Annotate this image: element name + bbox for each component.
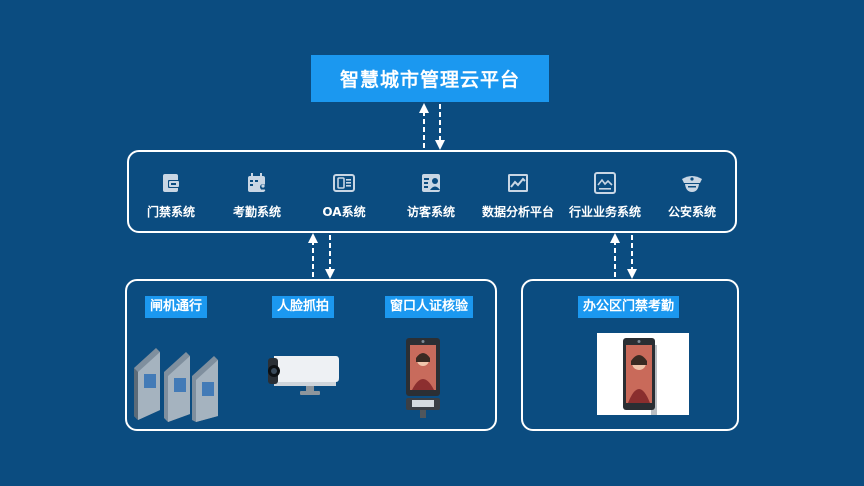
system-label: 门禁系统 <box>146 205 195 219</box>
oa-document-icon <box>333 174 355 192</box>
bullet-camera-image <box>268 356 339 395</box>
system-label: 访客系统 <box>406 205 455 219</box>
office-access-terminal-image <box>597 333 689 415</box>
face-verification-terminal-image <box>406 338 440 418</box>
system-data-analysis: 数据分析平台 <box>473 152 563 235</box>
tag-face-capture: 人脸抓拍 <box>272 296 335 318</box>
system-label: OA系统 <box>322 205 366 219</box>
systems-container: 门禁系统 考勤系统 OA系统 <box>127 150 737 233</box>
system-industry-business: 行业业务系统 <box>560 152 650 235</box>
police-cap-icon <box>682 176 702 192</box>
system-label: 公安系统 <box>667 205 716 219</box>
tag-office-access-attendance: 办公区门禁考勤 <box>578 296 680 318</box>
tag-gate-access: 闸机通行 <box>145 296 208 318</box>
system-attendance: 考勤系统 <box>212 152 302 235</box>
system-visitor: 访客系统 <box>386 152 476 235</box>
cloud-platform-box: 智慧城市管理云平台 <box>311 55 549 102</box>
line-chart-icon <box>508 174 528 192</box>
cloud-platform-title: 智慧城市管理云平台 <box>339 69 520 91</box>
left-device-group <box>125 279 497 431</box>
system-public-security: 公安系统 <box>647 152 737 235</box>
calendar-user-icon <box>248 173 266 192</box>
system-label: 数据分析平台 <box>481 205 554 219</box>
system-label: 行业业务系统 <box>568 205 641 219</box>
system-oa: OA系统 <box>299 152 389 235</box>
right-device-group <box>521 279 739 431</box>
monitor-chart-icon <box>594 172 616 194</box>
visitor-badge-icon <box>422 174 440 192</box>
tag-id-verification: 窗口人证核验 <box>385 296 474 318</box>
system-access-control: 门禁系统 <box>126 152 216 235</box>
access-card-icon <box>163 174 180 192</box>
turnstile-gates-image <box>134 348 218 422</box>
system-label: 考勤系统 <box>232 205 281 219</box>
